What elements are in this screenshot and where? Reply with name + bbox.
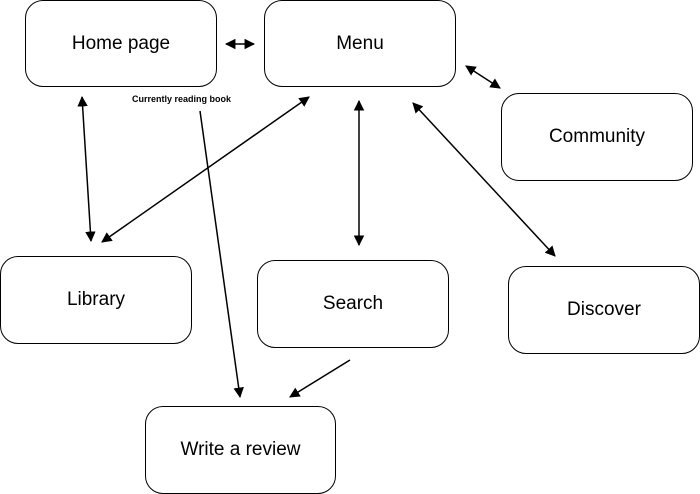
edge-menu-library <box>101 96 310 243</box>
node-search: Search <box>257 260 449 348</box>
node-home-page: Home page <box>25 0 217 87</box>
node-discover: Discover <box>508 266 700 354</box>
edge-home-review <box>199 110 244 399</box>
node-write-a-review: Write a review <box>145 406 336 494</box>
node-library: Library <box>0 256 192 344</box>
edge-search-review <box>289 359 351 398</box>
edge-label-currently-reading: Currently reading book <box>132 94 232 104</box>
node-community: Community <box>501 93 693 181</box>
edge-menu-discover <box>412 102 556 257</box>
edge-menu-community <box>465 65 501 89</box>
node-menu: Menu <box>264 0 456 87</box>
edge-home-library <box>77 95 96 243</box>
